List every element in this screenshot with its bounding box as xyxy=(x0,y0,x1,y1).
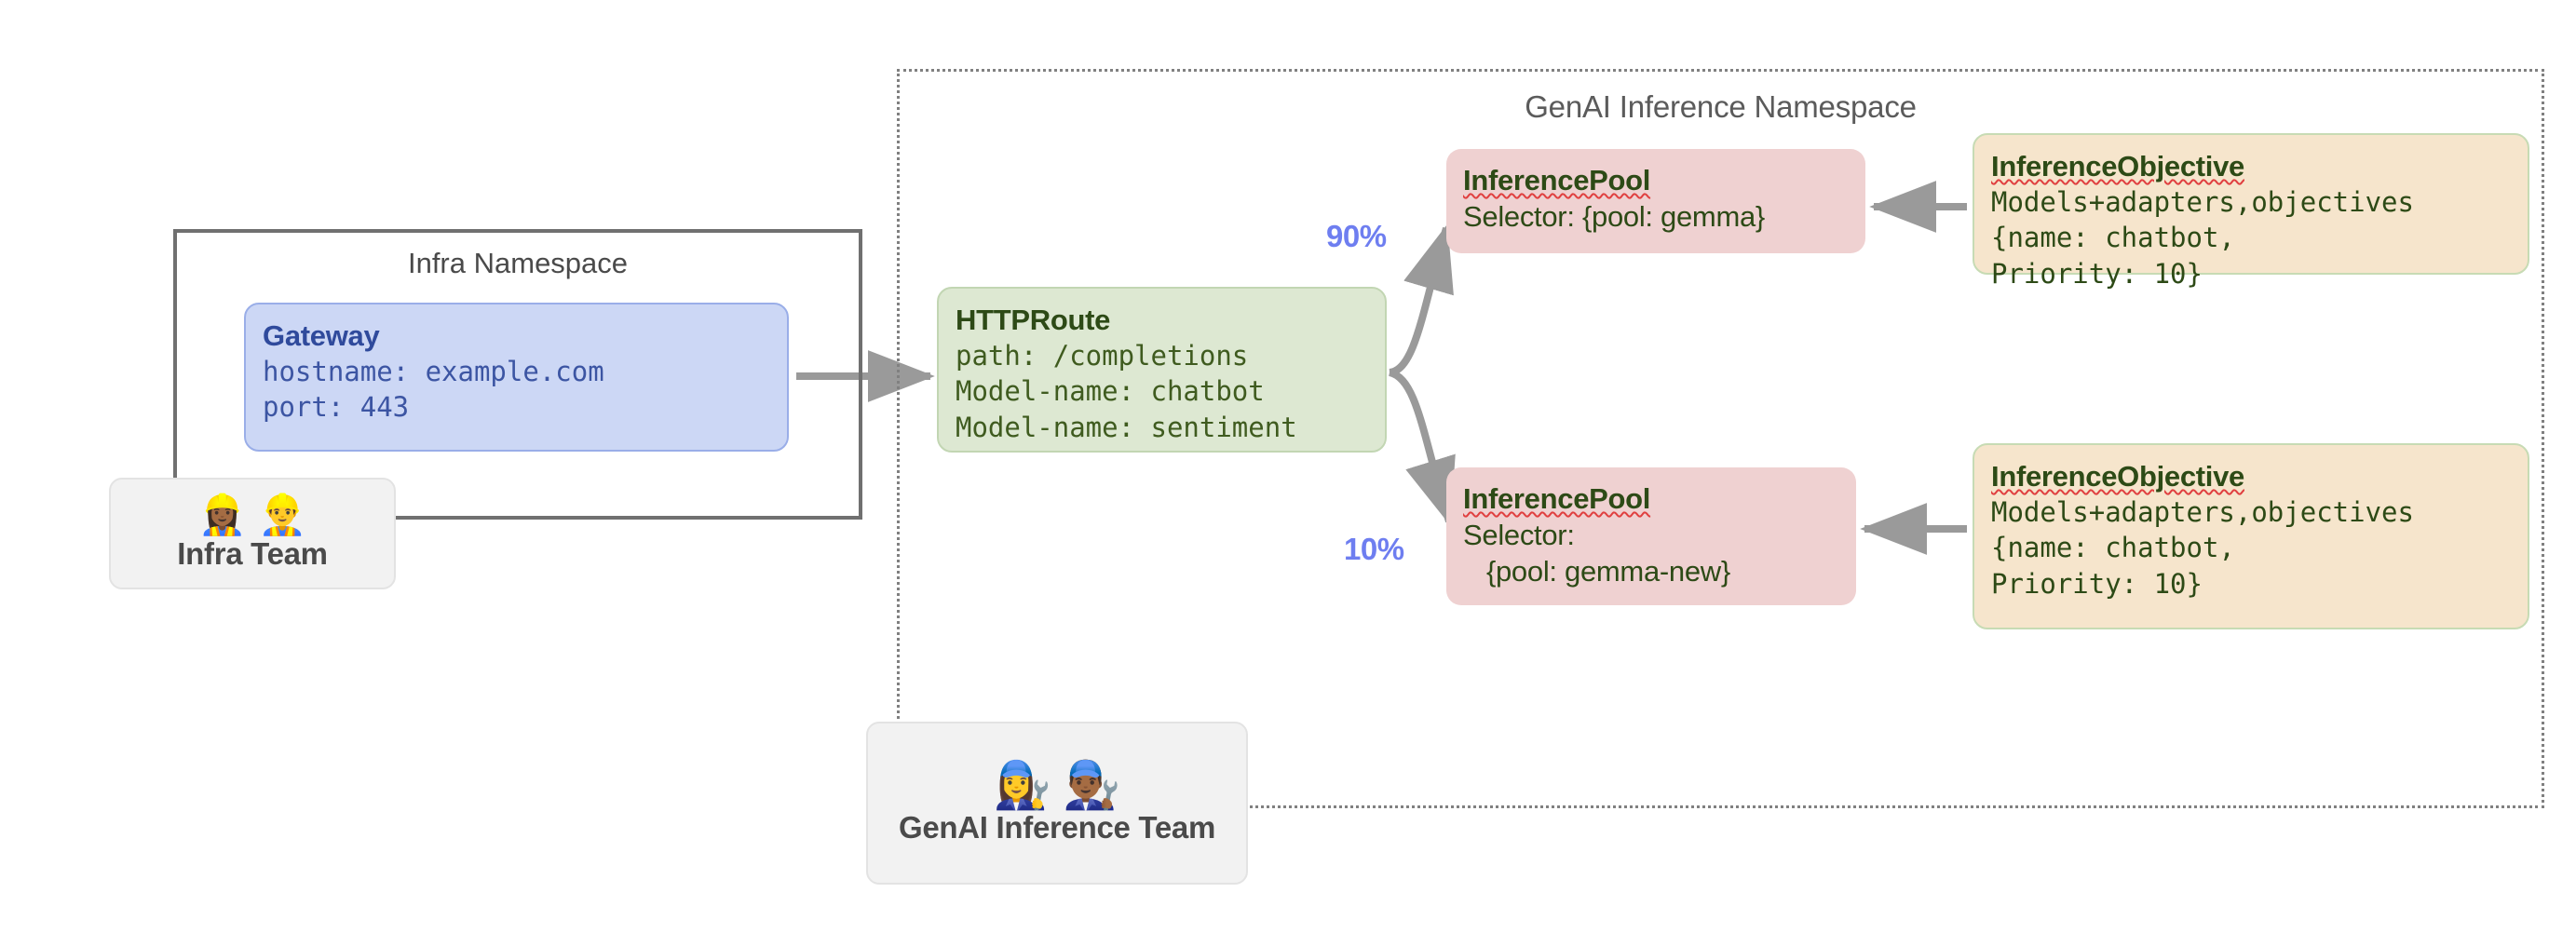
inferenceobjective-bottom-card[interactable]: InferenceObjective Models+adapters,objec… xyxy=(1973,443,2529,629)
gateway-port-line: port: 443 xyxy=(263,391,410,424)
inferenceobjective-bottom-priority-line: Priority: 10} xyxy=(1991,567,2203,600)
inferenceobjective-bottom-name-line: {name: chatbot, xyxy=(1991,532,2235,564)
inferencepool-gemma-new-card[interactable]: InferencePool Selector: {pool: gemma-new… xyxy=(1446,467,1856,605)
genai-inference-team-label: GenAI Inference Team xyxy=(898,809,1215,845)
inferencepool-gemma-card[interactable]: InferencePool Selector: {pool: gemma} xyxy=(1446,149,1865,253)
inferenceobjective-top-priority-line: Priority: 10} xyxy=(1991,257,2203,290)
genai-inference-namespace-label: GenAI Inference Namespace xyxy=(1525,89,1917,124)
genai-inference-namespace-container xyxy=(897,69,2544,808)
traffic-weight-10-label: 10% xyxy=(1344,532,1404,566)
gateway-kind-label: Gateway xyxy=(263,319,380,352)
inferencepool-gemma-selector-line: Selector: {pool: gemma} xyxy=(1463,199,1765,233)
httproute-path-line: path: /completions xyxy=(956,339,1249,372)
traffic-weight-90-label: 90% xyxy=(1326,219,1387,253)
edge-httproute-to-pool-gemma-new xyxy=(1388,369,1456,526)
inferenceobjective-top-name-line: {name: chatbot, xyxy=(1991,222,2235,254)
infra-namespace-label: Infra Namespace xyxy=(407,247,629,279)
inferencepool-gemma-new-kind-label: InferencePool xyxy=(1463,482,1651,515)
infra-team-label: Infra Team xyxy=(177,536,328,571)
infra-team-chip[interactable]: 👷🏾‍♀️👷‍♂️ Infra Team xyxy=(109,478,396,589)
construction-workers-icon: 👷🏾‍♀️👷‍♂️ xyxy=(187,495,319,534)
inferenceobjective-top-models-line: Models+adapters,objectives xyxy=(1991,185,2414,218)
gateway-resource-card[interactable]: Gateway hostname: example.com port: 443 xyxy=(244,303,789,452)
httproute-resource-card[interactable]: HTTPRoute path: /completions Model-name:… xyxy=(937,287,1387,453)
inferencepool-gemma-kind-label: InferencePool xyxy=(1463,164,1651,196)
infra-namespace-container xyxy=(173,229,862,520)
man-mechanic-icon: 👨🏾‍🔧 xyxy=(1063,758,1132,811)
woman-mechanic-icon: 👩‍🔧 xyxy=(993,758,1063,811)
httproute-model-name-sentiment-line: Model-name: sentiment xyxy=(956,411,1297,443)
inferenceobjective-top-card[interactable]: InferenceObjective Models+adapters,objec… xyxy=(1973,133,2529,290)
inferencepool-gemma-new-selector-label: Selector: xyxy=(1463,518,1575,551)
inferenceobjective-top-kind-label: InferenceObjective xyxy=(1991,150,2244,183)
genai-inference-team-chip[interactable]: 👩‍🔧👨🏾‍🔧 GenAI Inference Team xyxy=(866,722,1248,885)
man-construction-worker-icon: 👷‍♂️ xyxy=(258,493,319,536)
woman-construction-worker-icon: 👷🏾‍♀️ xyxy=(197,493,258,536)
inferenceobjective-bottom-models-line: Models+adapters,objectives xyxy=(1991,495,2414,528)
inferenceobjective-bottom-kind-label: InferenceObjective xyxy=(1991,460,2244,493)
edge-httproute-to-pool-gemma xyxy=(1389,223,1454,376)
httproute-kind-label: HTTPRoute xyxy=(956,304,1111,336)
httproute-model-name-chatbot-line: Model-name: chatbot xyxy=(956,375,1265,408)
gateway-hostname-line: hostname: example.com xyxy=(263,355,604,387)
inferencepool-gemma-new-selector-value: {pool: gemma-new} xyxy=(1463,554,1730,588)
mechanics-icon: 👩‍🔧👨🏾‍🔧 xyxy=(983,762,1132,808)
